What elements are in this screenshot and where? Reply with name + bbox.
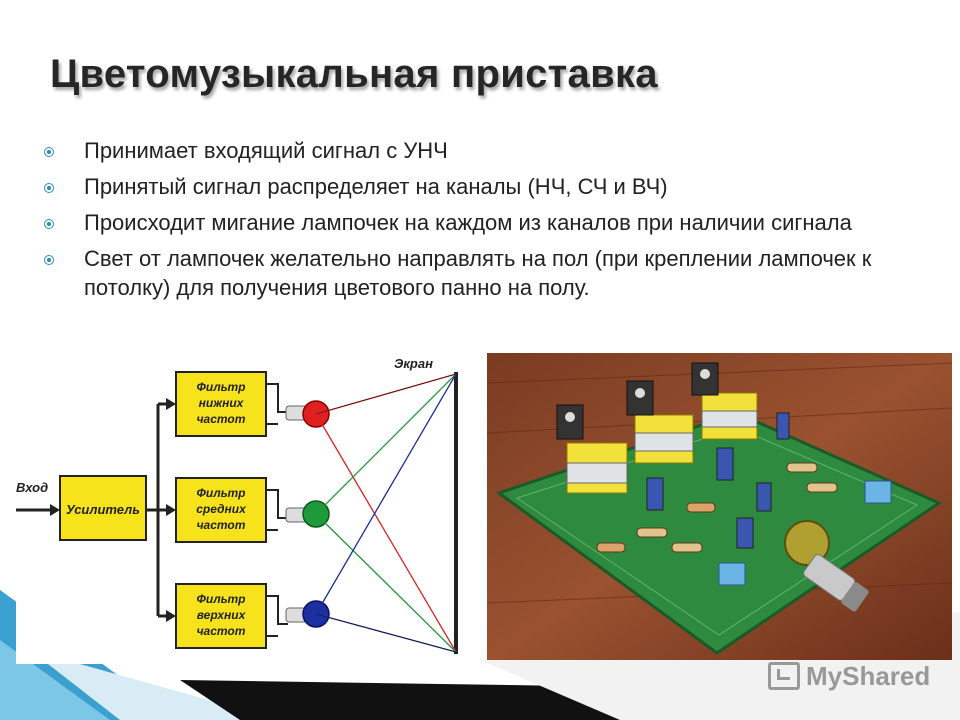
svg-text:частот: частот [197, 518, 246, 532]
bullet-icon [44, 255, 54, 265]
input-label: Вход [16, 480, 48, 495]
bullet-item: Принимает входящий сигнал с УНЧ [44, 136, 904, 165]
svg-text:верхних: верхних [197, 608, 247, 622]
svg-text:нижних: нижних [199, 396, 245, 410]
svg-text:средних: средних [196, 502, 247, 516]
amplifier-label: Усилитель [66, 502, 140, 517]
bullet-icon [44, 219, 54, 229]
filter-low-block: Фильтр нижних частот [175, 371, 267, 437]
bullet-icon [44, 183, 54, 193]
slide-title: Цветомузыкальная приставка [50, 52, 658, 96]
light-rays [315, 373, 457, 653]
screen-label: Экран [394, 356, 433, 371]
bullet-item: Происходит мигание лампочек на каждом из… [44, 208, 904, 237]
amplifier-block [59, 475, 147, 541]
filter-high-block: Фильтр верхних частот [175, 583, 267, 649]
myshared-logo-icon [768, 662, 800, 690]
circuit-board-photo [487, 353, 952, 660]
bullet-item: Свет от лампочек желательно направлять н… [44, 244, 904, 302]
filter-mid-block: Фильтр средних частот [175, 477, 267, 543]
bullet-item: Принятый сигнал распределяет на каналы (… [44, 172, 904, 201]
bullet-list: Принимает входящий сигнал с УНЧ Принятый… [44, 136, 904, 309]
svg-text:Фильтр: Фильтр [197, 592, 246, 606]
svg-text:частот: частот [197, 412, 246, 426]
svg-text:Фильтр: Фильтр [197, 380, 246, 394]
svg-text:Фильтр: Фильтр [197, 486, 246, 500]
block-diagram: Вход Усилитель Фильтр нижних частот Филь… [16, 354, 466, 664]
svg-text:частот: частот [197, 624, 246, 638]
bullet-icon [44, 147, 54, 157]
watermark: MyShared [768, 660, 930, 692]
